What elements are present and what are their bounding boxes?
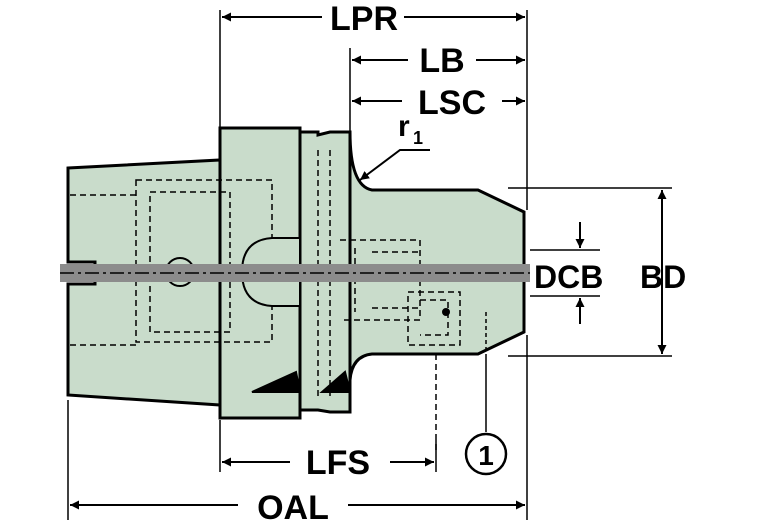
lb-label: LB	[419, 42, 464, 80]
taper-shank	[66, 158, 222, 407]
r1-leader	[359, 149, 430, 181]
nose	[348, 131, 526, 381]
r1-label: r	[398, 110, 410, 143]
callout-number: 1	[478, 440, 494, 471]
lfs-label: LFS	[306, 444, 370, 482]
lsc-label: LSC	[418, 84, 486, 122]
bd-label: BD	[640, 259, 686, 295]
lpr-label: LPR	[330, 0, 398, 38]
oal-label: OAL	[257, 489, 329, 523]
r1-subscript: 1	[413, 128, 423, 148]
labels: LPR LB LSC r 1 DCB BD LFS OAL 1	[238, 0, 686, 527]
dcb-label: DCB	[534, 259, 603, 295]
extension-lines	[67, 10, 672, 520]
callout-circle	[464, 432, 508, 476]
